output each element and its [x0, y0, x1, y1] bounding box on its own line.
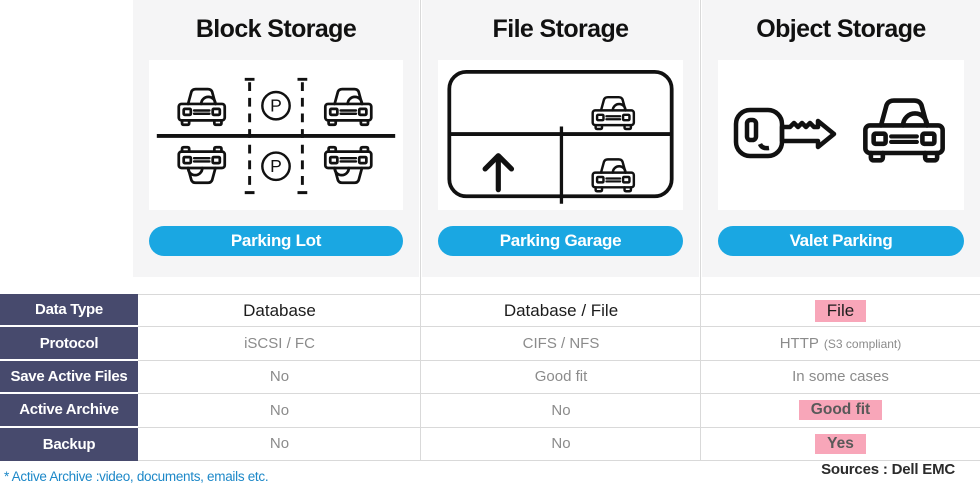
- cell-datatype-object: File: [701, 294, 980, 328]
- cell-saf-file: Good fit: [421, 361, 701, 395]
- table-row-data-type: Data Type Database Database / File File: [0, 294, 980, 328]
- cell-saf-object: In some cases: [701, 361, 980, 395]
- cell-backup-object: Yes: [701, 428, 980, 461]
- file-storage-illustration: [438, 60, 683, 210]
- object-storage-illustration: [718, 60, 964, 210]
- valet-key-car-icon: [733, 60, 964, 210]
- pink-highlight: Good fit: [798, 400, 883, 421]
- file-storage-title: File Storage: [492, 14, 630, 43]
- row-label-data-type: Data Type: [0, 294, 138, 328]
- cell-backup-file: No: [421, 428, 701, 461]
- comparison-table: Data Type Database Database / File File …: [0, 294, 980, 461]
- table-row-backup: Backup No No Yes: [0, 427, 980, 461]
- valet-parking-pill: Valet Parking: [718, 226, 964, 256]
- cell-protocol-file: CIFS / NFS: [421, 327, 701, 361]
- row-label-save-active-files: Save Active Files: [0, 360, 138, 395]
- up-arrow-icon: [482, 153, 515, 193]
- row-label-active-archive: Active Archive: [0, 394, 138, 428]
- active-archive-footnote: * Active Archive :video, documents, emai…: [4, 469, 269, 484]
- parking-garage-icon: [447, 69, 674, 204]
- column-divider: [420, 0, 421, 461]
- object-storage-panel: Object Storage Valet Parking: [702, 0, 980, 277]
- table-row-protocol: Protocol iSCSI / FC CIFS / NFS HTTP(S3 c…: [0, 327, 980, 361]
- cell-backup-block: No: [138, 428, 421, 461]
- car-icon: [865, 101, 942, 161]
- cell-archive-block: No: [138, 394, 421, 428]
- cell-saf-block: No: [138, 361, 421, 395]
- table-row-active-archive: Active Archive No No Good fit: [0, 394, 980, 428]
- svg-text:P: P: [270, 96, 282, 116]
- object-storage-title: Object Storage: [756, 14, 926, 43]
- sources-credit: Sources : Dell EMC: [821, 461, 955, 478]
- svg-text:P: P: [270, 156, 282, 176]
- table-row-save-active-files: Save Active Files No Good fit In some ca…: [0, 360, 980, 395]
- parking-lot-cars-icon: PP: [156, 77, 396, 195]
- cell-datatype-file: Database / File: [421, 294, 701, 328]
- file-storage-panel: File Storage Parking Garage: [422, 0, 699, 277]
- key-arrow-icon: [733, 107, 837, 159]
- cell-archive-object: Good fit: [701, 394, 980, 428]
- parking-garage-pill: Parking Garage: [438, 226, 683, 256]
- cell-datatype-block: Database: [138, 294, 421, 328]
- cell-archive-file: No: [421, 394, 701, 428]
- cell-protocol-object: HTTP(S3 compliant): [701, 327, 980, 361]
- cell-protocol-block: iSCSI / FC: [138, 327, 421, 361]
- block-storage-title: Block Storage: [195, 14, 357, 43]
- pink-highlight: File: [814, 299, 867, 322]
- pink-highlight: Yes: [815, 433, 866, 454]
- row-label-protocol: Protocol: [0, 327, 138, 361]
- parking-lot-pill: Parking Lot: [149, 226, 403, 256]
- column-divider: [700, 0, 701, 461]
- row-label-backup: Backup: [0, 427, 138, 461]
